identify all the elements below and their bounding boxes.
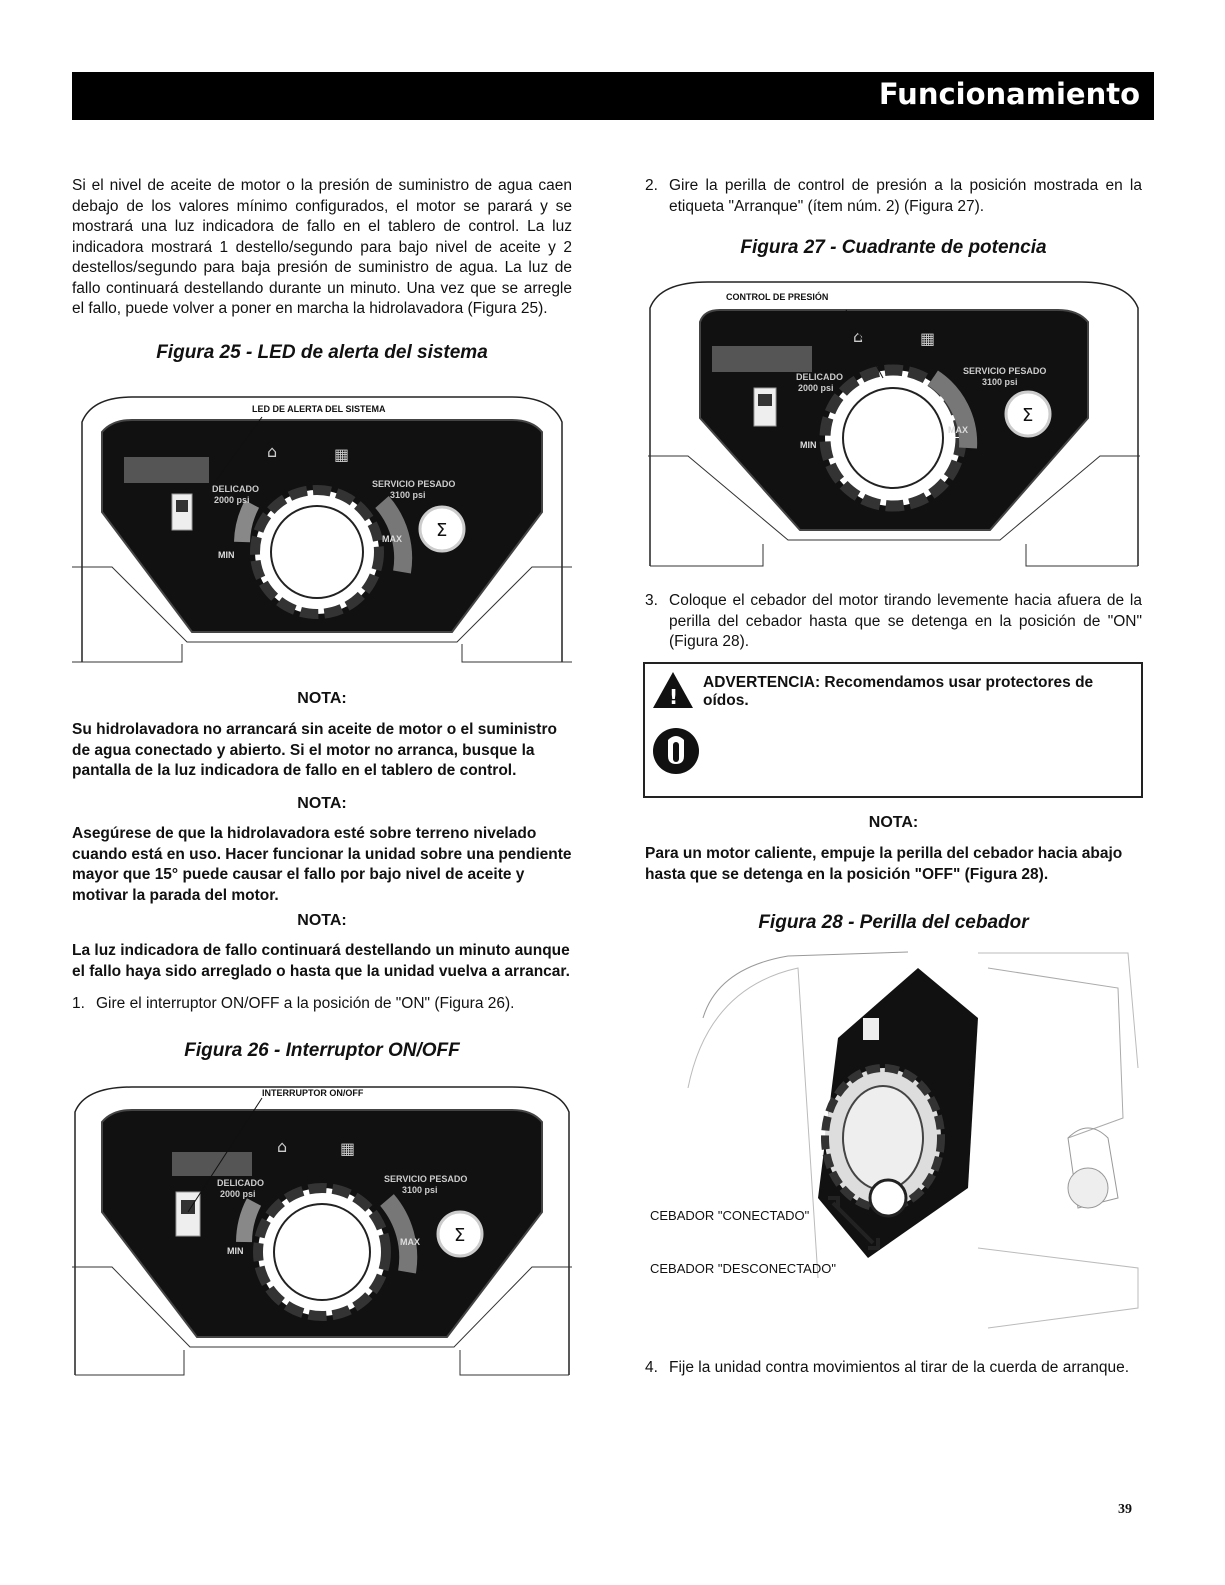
fig26-min-label: MIN — [227, 1246, 244, 1256]
step-3-text: Coloque el cebador del motor tirando lev… — [669, 592, 1142, 650]
fig27-servicio-psi: 3100 psi — [982, 377, 1018, 387]
svg-text:▦: ▦ — [334, 445, 349, 464]
delicado-label: DELICADO — [212, 484, 259, 494]
max-label: MAX — [382, 534, 402, 544]
fig26-delicado-label: DELICADO — [217, 1178, 264, 1188]
svg-text:▦: ▦ — [920, 329, 935, 348]
figure-28-choke-knob: CEBADOR "CONECTADO" CEBADOR "DESCONECTAD… — [650, 951, 1139, 1329]
servicio-psi: 3100 psi — [390, 490, 426, 500]
step-2: 2. Gire la perilla de control de presión… — [645, 176, 1142, 220]
step-1: 1. Gire el interruptor ON/OFF a la posic… — [72, 994, 572, 1016]
figure-26-control-panel: Σ DELICADO 2000 psi SERVICIO PESADO 3100… — [72, 1086, 572, 1376]
svg-text:⌂: ⌂ — [267, 442, 277, 461]
nota-1-text: Su hidrolavadora no arrancará sin aceite… — [72, 721, 557, 779]
svg-text:!: ! — [669, 685, 678, 709]
figure-28-title: Figura 28 - Perilla del cebador — [758, 912, 1029, 933]
nota-2-title: NOTA: — [297, 795, 347, 812]
fig25-callout: LED DE ALERTA DEL SISTEMA — [252, 404, 386, 414]
fig27-delicado-psi: 2000 psi — [798, 383, 834, 393]
step-4-number: 4. — [645, 1359, 658, 1376]
figure-27-title: Figura 27 - Cuadrante de potencia — [740, 237, 1047, 258]
warning-box: ! ADVERTENCIA: Recomendamos usar protect… — [643, 662, 1143, 798]
step-3: 3. Coloque el cebador del motor tirando … — [645, 591, 1142, 655]
fig26-delicado-psi: 2000 psi — [220, 1189, 256, 1199]
nota-1-title: NOTA: — [297, 690, 347, 707]
nota-3-text: La luz indicadora de fallo continuará de… — [72, 942, 570, 980]
page-number: 39 — [1118, 1502, 1132, 1517]
step-4: 4. Fije la unidad contra movimientos al … — [645, 1358, 1142, 1380]
fig27-max-label: MAX — [948, 425, 968, 435]
choke-off-label: CEBADOR "DESCONECTADO" — [650, 1261, 836, 1276]
intro-paragraph: Si el nivel de aceite de motor o la pres… — [72, 177, 572, 317]
figure-26-title: Figura 26 - Interruptor ON/OFF — [184, 1040, 460, 1061]
choke-on-label: CEBADOR "CONECTADO" — [650, 1208, 810, 1223]
fig27-servicio-label: SERVICIO PESADO — [963, 366, 1046, 376]
nota-4-text: Para un motor caliente, empuje la perill… — [645, 845, 1123, 883]
svg-text:Σ: Σ — [436, 520, 447, 541]
fig27-min-label: MIN — [800, 440, 817, 450]
step-2-number: 2. — [645, 177, 658, 194]
svg-text:▦: ▦ — [340, 1139, 355, 1158]
step-4-text: Fije la unidad contra movimientos al tir… — [669, 1359, 1130, 1376]
servicio-label: SERVICIO PESADO — [372, 479, 455, 489]
fig26-max-label: MAX — [400, 1237, 420, 1247]
svg-text:Σ: Σ — [454, 1225, 465, 1246]
step-2-text: Gire la perilla de control de presión a … — [669, 177, 1142, 215]
fig27-callout: CONTROL DE PRESIÓN — [726, 291, 828, 302]
figure-25-title: Figura 25 - LED de alerta del sistema — [156, 342, 488, 363]
ear-protection-icon — [653, 728, 699, 774]
delicado-psi: 2000 psi — [214, 495, 250, 505]
nota-4-title: NOTA: — [868, 814, 919, 831]
figure-25-control-panel: Σ DELICADO 2000 psi SERVICIO PESADO 3100… — [72, 396, 572, 663]
section-title: Funcionamiento — [878, 77, 1140, 111]
fig26-callout: INTERRUPTOR ON/OFF — [262, 1088, 364, 1098]
step-1-text: Gire el interruptor ON/OFF a la posición… — [96, 995, 515, 1012]
warning-triangle-icon: ! — [653, 672, 693, 709]
fig27-delicado-label: DELICADO — [796, 372, 843, 382]
svg-text:⌂: ⌂ — [853, 327, 863, 346]
svg-text:⌂: ⌂ — [277, 1137, 287, 1156]
fig26-servicio-label: SERVICIO PESADO — [384, 1174, 467, 1184]
step-1-number: 1. — [72, 995, 85, 1012]
nota-3-title: NOTA: — [297, 912, 347, 929]
warning-text: ADVERTENCIA: Recomendamos usar protector… — [703, 674, 1094, 709]
step-3-number: 3. — [645, 592, 658, 609]
fig26-servicio-psi: 3100 psi — [402, 1185, 438, 1195]
section-header-bar: Funcionamiento — [72, 72, 1154, 120]
min-label: MIN — [218, 550, 235, 560]
figure-27-control-panel: Σ DELICADO 2000 psi SERVICIO PESADO 3100… — [648, 281, 1140, 567]
svg-text:Σ: Σ — [1022, 405, 1033, 426]
nota-2-text: Asegúrese de que la hidrolavadora esté s… — [72, 825, 572, 904]
